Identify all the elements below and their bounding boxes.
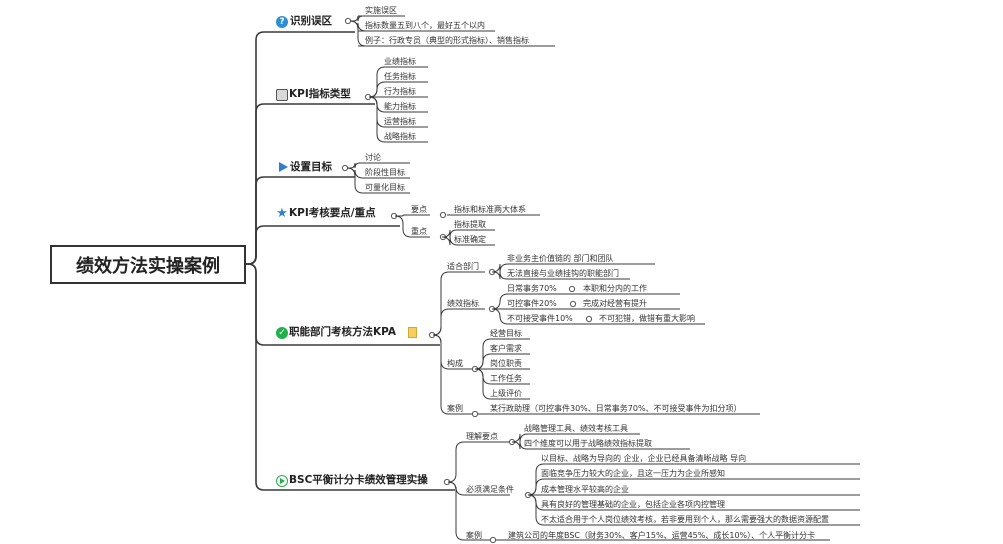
leaf-indicator-1-desc[interactable]: 本职和分内的工作 bbox=[583, 284, 647, 293]
connector bbox=[394, 215, 430, 238]
connector bbox=[246, 225, 400, 265]
leaf-indicator-2[interactable]: 可控事件20% bbox=[507, 299, 557, 308]
connector bbox=[441, 236, 495, 246]
branch-mistakes[interactable]: 识别误区 bbox=[290, 15, 332, 27]
root-title: 绩效方法实操案例 bbox=[76, 255, 220, 277]
collapse-toggle[interactable] bbox=[585, 315, 593, 323]
node-composition[interactable]: 构成 bbox=[447, 359, 463, 368]
connector bbox=[474, 368, 530, 400]
branch-set-goals[interactable]: 设置目标 bbox=[290, 161, 332, 173]
connector bbox=[246, 263, 455, 491]
collapse-toggle-b1[interactable] bbox=[344, 17, 352, 25]
leaf-mistake-2[interactable]: 指标数量五到八个，最好五个以内 bbox=[365, 21, 485, 30]
leaf-mistake-3[interactable]: 例子：行政专员（典型的形式指标）、销售指标 bbox=[365, 36, 529, 45]
leaf-kpi-type-1[interactable]: 业绩指标 bbox=[384, 57, 416, 66]
leaf-indicator-1[interactable]: 日常事务70% bbox=[507, 284, 557, 293]
leaf-kpi-type-2[interactable]: 任务指标 bbox=[384, 72, 416, 81]
play-circle-icon bbox=[276, 475, 288, 487]
connector bbox=[246, 103, 375, 265]
collapse-toggle[interactable] bbox=[489, 536, 497, 544]
collapse-toggle[interactable] bbox=[568, 285, 576, 293]
connector bbox=[492, 271, 630, 280]
connector bbox=[512, 441, 690, 450]
connector bbox=[432, 308, 485, 336]
connector bbox=[447, 441, 510, 483]
leaf-bsc-understanding-2[interactable]: 四个维度可以用于战略绩效指标提取 bbox=[524, 439, 652, 448]
node-bsc-case[interactable]: 案例 bbox=[466, 531, 482, 540]
leaf-composition-2[interactable]: 客户需求 bbox=[490, 344, 522, 353]
leaf-suitable-2[interactable]: 无法直接与业绩挂钩的职能部门 bbox=[507, 269, 619, 278]
branch-bsc[interactable]: BSC平衡计分卡绩效管理实操 bbox=[289, 474, 428, 486]
leaf-bsc-condition-2[interactable]: 面临竞争压力较大的企业，且这一压力为企业所感知 bbox=[541, 469, 725, 478]
connector bbox=[527, 494, 860, 526]
leaf-mistake-1[interactable]: 实施误区 bbox=[365, 6, 397, 15]
leaf-composition-4[interactable]: 工作任务 bbox=[490, 374, 522, 383]
leaf-goal-3[interactable]: 可量化目标 bbox=[365, 183, 405, 192]
branch-kpi-points[interactable]: KPI考核要点/重点 bbox=[289, 207, 376, 219]
collapse-toggle-b3[interactable] bbox=[341, 164, 349, 172]
collapse-toggle[interactable] bbox=[471, 410, 479, 418]
node-perf-indicators[interactable]: 绩效指标 bbox=[447, 299, 479, 308]
leaf-bsc-understanding-1[interactable]: 战略管理工具、绩效考核工具 bbox=[524, 424, 628, 433]
connector bbox=[349, 162, 410, 169]
collapse-toggle[interactable] bbox=[439, 211, 447, 219]
kpi-image-icon bbox=[276, 89, 288, 101]
leaf-indicator-3-desc[interactable]: 不可犯错，做错有重大影响 bbox=[599, 314, 695, 323]
leaf-goal-1[interactable]: 讨论 bbox=[365, 153, 381, 162]
leaf-indicator-3[interactable]: 不可接受事件10% bbox=[507, 314, 573, 323]
leaf-composition-3[interactable]: 岗位职责 bbox=[490, 359, 522, 368]
question-icon: ? bbox=[276, 16, 288, 28]
connector bbox=[491, 308, 580, 325]
leaf-key-point[interactable]: 指标和标准两大体系 bbox=[454, 205, 526, 214]
leaf-composition-5[interactable]: 上级评价 bbox=[490, 389, 522, 398]
leaf-kpi-type-5[interactable]: 运营指标 bbox=[384, 117, 416, 126]
root-node[interactable]: 绩效方法实操案例 bbox=[50, 245, 246, 284]
node-bsc-understanding[interactable]: 理解要点 bbox=[466, 432, 498, 441]
collapse-toggle[interactable] bbox=[569, 300, 577, 308]
note-icon[interactable] bbox=[408, 327, 417, 338]
leaf-suitable-1[interactable]: 非业务主价值链的 部门和团队 bbox=[507, 254, 614, 263]
leaf-kpi-type-4[interactable]: 能力指标 bbox=[384, 102, 416, 111]
leaf-bsc-condition-3[interactable]: 成本管理水平较高的企业 bbox=[541, 485, 629, 494]
leaf-kpi-type-3[interactable]: 行为指标 bbox=[384, 87, 416, 96]
leaf-focus-1[interactable]: 指标提取 bbox=[454, 220, 486, 229]
check-circle-icon: ✓ bbox=[276, 327, 288, 339]
leaf-indicator-2-desc[interactable]: 完成对经营有提升 bbox=[583, 299, 647, 308]
node-bsc-conditions[interactable]: 必须满足条件 bbox=[466, 485, 514, 494]
leaf-composition-1[interactable]: 经营目标 bbox=[490, 329, 522, 338]
star-icon: ★ bbox=[276, 206, 288, 221]
connector bbox=[346, 167, 410, 194]
connector bbox=[432, 334, 485, 415]
node-focus[interactable]: 重点 bbox=[411, 227, 427, 236]
connector bbox=[246, 176, 355, 265]
node-suitable-depts[interactable]: 适合部门 bbox=[447, 262, 479, 271]
connector bbox=[368, 96, 428, 143]
connector bbox=[447, 481, 510, 541]
leaf-bsc-condition-4[interactable]: 具有良好的管理基础的企业，包括企业各项内控管理 bbox=[541, 500, 725, 509]
leaf-kpa-case[interactable]: 某行政助理（可控事件30%、日常事务70%、不可接受事件为扣分项） bbox=[490, 404, 742, 413]
connector bbox=[398, 214, 430, 217]
connector bbox=[246, 31, 355, 265]
leaf-bsc-condition-5[interactable]: 不太适合用于个人岗位绩效考核，若非要用到个人，那么需要强大的数据资源配置 bbox=[541, 515, 829, 524]
leaf-bsc-condition-1[interactable]: 以目标、战略为导向的 企业，企业已经具备清晰战略 导向 bbox=[541, 454, 747, 463]
node-key-points[interactable]: 要点 bbox=[411, 205, 427, 214]
flag-icon bbox=[279, 162, 288, 172]
branch-kpi-types[interactable]: KPI指标类型 bbox=[289, 88, 351, 100]
branch-kpa[interactable]: 职能部门考核方法KPA bbox=[289, 326, 396, 338]
leaf-bsc-case[interactable]: 建筑公司的年度BSC（财务30%、客户15%、运营45%、成长10%）、个人平衡… bbox=[508, 531, 816, 540]
node-kpa-case[interactable]: 案例 bbox=[447, 404, 463, 413]
leaf-kpi-type-6[interactable]: 战略指标 bbox=[384, 132, 416, 141]
leaf-goal-2[interactable]: 阶段性目标 bbox=[365, 168, 405, 177]
leaf-focus-2[interactable]: 标准确定 bbox=[454, 235, 486, 244]
